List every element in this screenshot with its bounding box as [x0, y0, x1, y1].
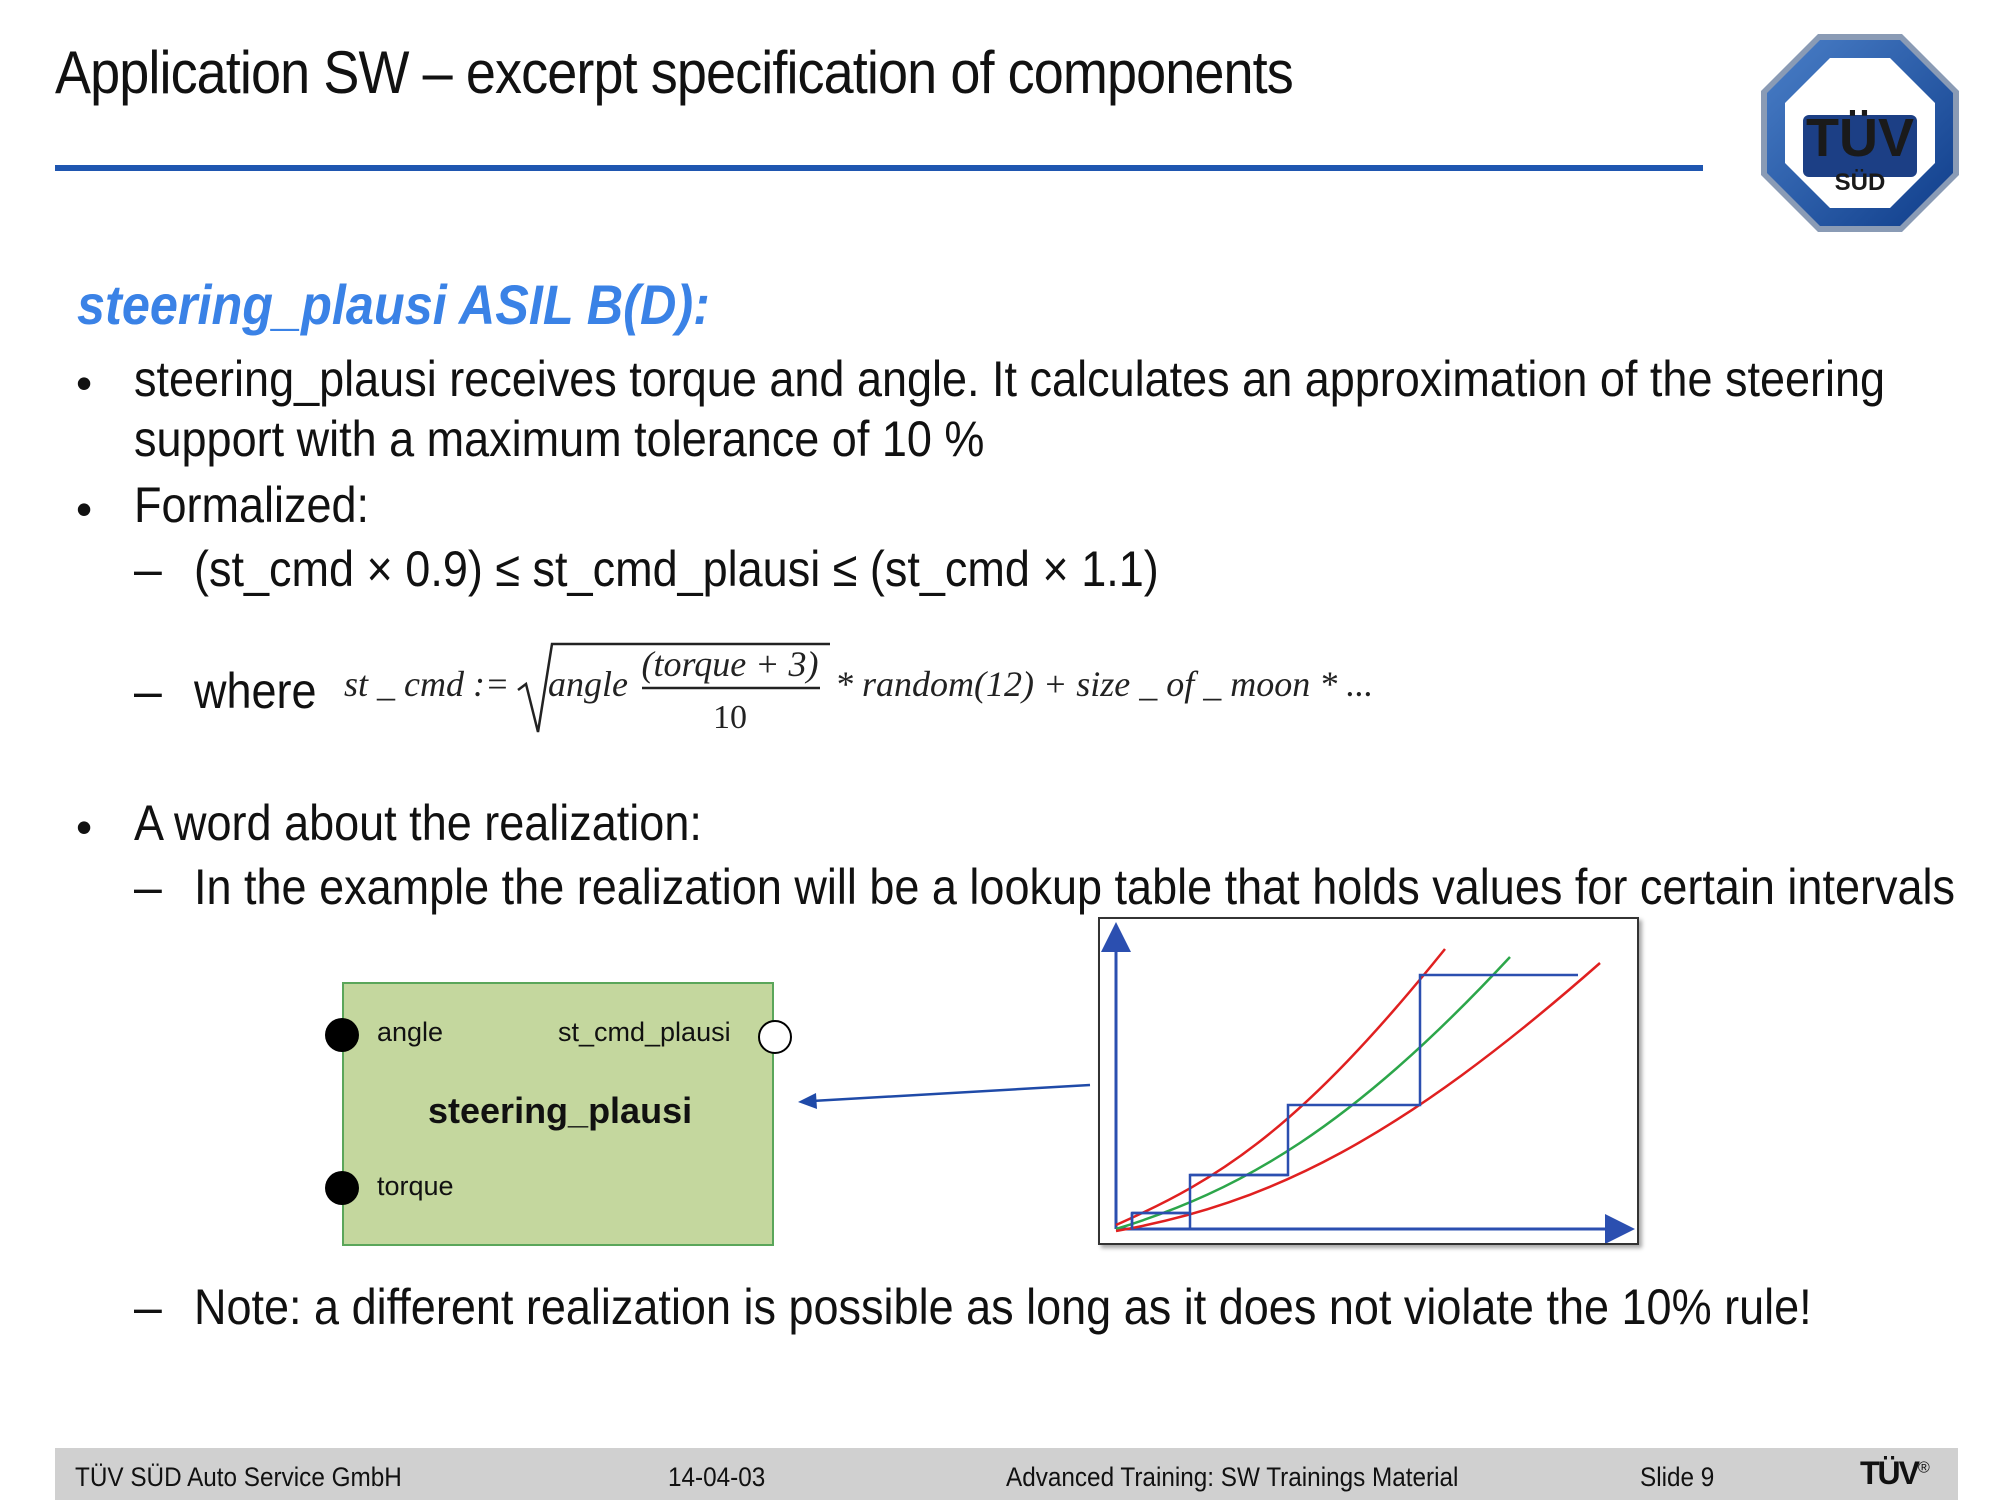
radical-sign — [517, 642, 830, 733]
footer-date: 14-04-03 — [668, 1462, 766, 1492]
lower-tolerance-curve — [1115, 962, 1601, 1233]
output-label-st-cmd-plausi: st_cmd_plausi — [558, 1017, 731, 1047]
formula-angle: angle — [548, 664, 628, 704]
input-port-angle — [325, 1018, 359, 1052]
logo-subtext: SÜD — [1835, 169, 1886, 196]
footer-slide-number: Slide 9 — [1640, 1462, 1715, 1492]
formula-lhs: st _ cmd := — [344, 664, 509, 704]
bullet-2-sub-1: (st_cmd × 0.9) ≤ st_cmd_plausi ≤ (st_cmd… — [194, 541, 1159, 597]
bullet-marker: • — [76, 483, 93, 535]
title-underline — [55, 165, 1703, 171]
bullet-1-line-1: steering_plausi receives torque and angl… — [134, 351, 1886, 407]
dash-marker: – — [134, 663, 162, 719]
component-name: steering_plausi — [428, 1090, 693, 1131]
lookup-step-lower — [1130, 1173, 1288, 1229]
bullet-3-sub-1: In the example the realization will be a… — [194, 859, 1956, 915]
registered-mark: ® — [1918, 1459, 1930, 1477]
steering-plausi-block — [342, 982, 774, 1246]
upper-tolerance-curve — [1115, 948, 1446, 1227]
footer-company: TÜV SÜD Auto Service GmbH — [75, 1462, 402, 1492]
bullet-3: A word about the realization: — [134, 795, 702, 851]
input-port-torque — [325, 1171, 359, 1205]
nominal-curve — [1115, 956, 1511, 1231]
section-heading: steering_plausi ASIL B(D): — [77, 273, 710, 336]
st-cmd-formula: st _ cmd := angle (torque + 3) 10 * rand… — [344, 642, 1373, 736]
bullet-1-line-2: support with a maximum tolerance of 10 % — [134, 411, 985, 467]
bullet-marker: • — [76, 801, 93, 853]
footer-tuv-logo: TÜV® — [1860, 1455, 1930, 1492]
note: Note: a different realization is possibl… — [194, 1279, 1812, 1335]
slide-title: Application SW – excerpt specification o… — [55, 39, 1294, 106]
dash-marker: – — [134, 1279, 162, 1335]
footer-bar — [55, 1448, 1958, 1500]
bullet-2: Formalized: — [134, 477, 370, 533]
dash-marker: – — [134, 541, 162, 597]
logo-text: TÜV — [1806, 108, 1914, 168]
connector-arrow — [798, 1083, 1091, 1109]
formula-denominator: 10 — [713, 699, 747, 736]
tuv-sud-logo: TÜV SÜD — [1761, 34, 1959, 232]
input-label-angle: angle — [377, 1017, 444, 1047]
lookup-chart-svg — [1101, 922, 1635, 1244]
formula-numerator: (torque + 3) — [642, 644, 819, 684]
output-port-st-cmd-plausi — [758, 1020, 792, 1054]
formula-rest: * random(12) + size _ of _ moon * ... — [835, 664, 1373, 704]
bullet-2-sub-2-label: where — [194, 663, 317, 719]
footer-logo-text: TÜV — [1860, 1455, 1920, 1491]
footer-training: Advanced Training: SW Trainings Material — [1006, 1462, 1459, 1492]
dash-marker: – — [134, 859, 162, 915]
input-label-torque: torque — [377, 1171, 454, 1201]
lookup-table-chart — [1098, 917, 1639, 1245]
bullet-marker: • — [76, 357, 93, 409]
